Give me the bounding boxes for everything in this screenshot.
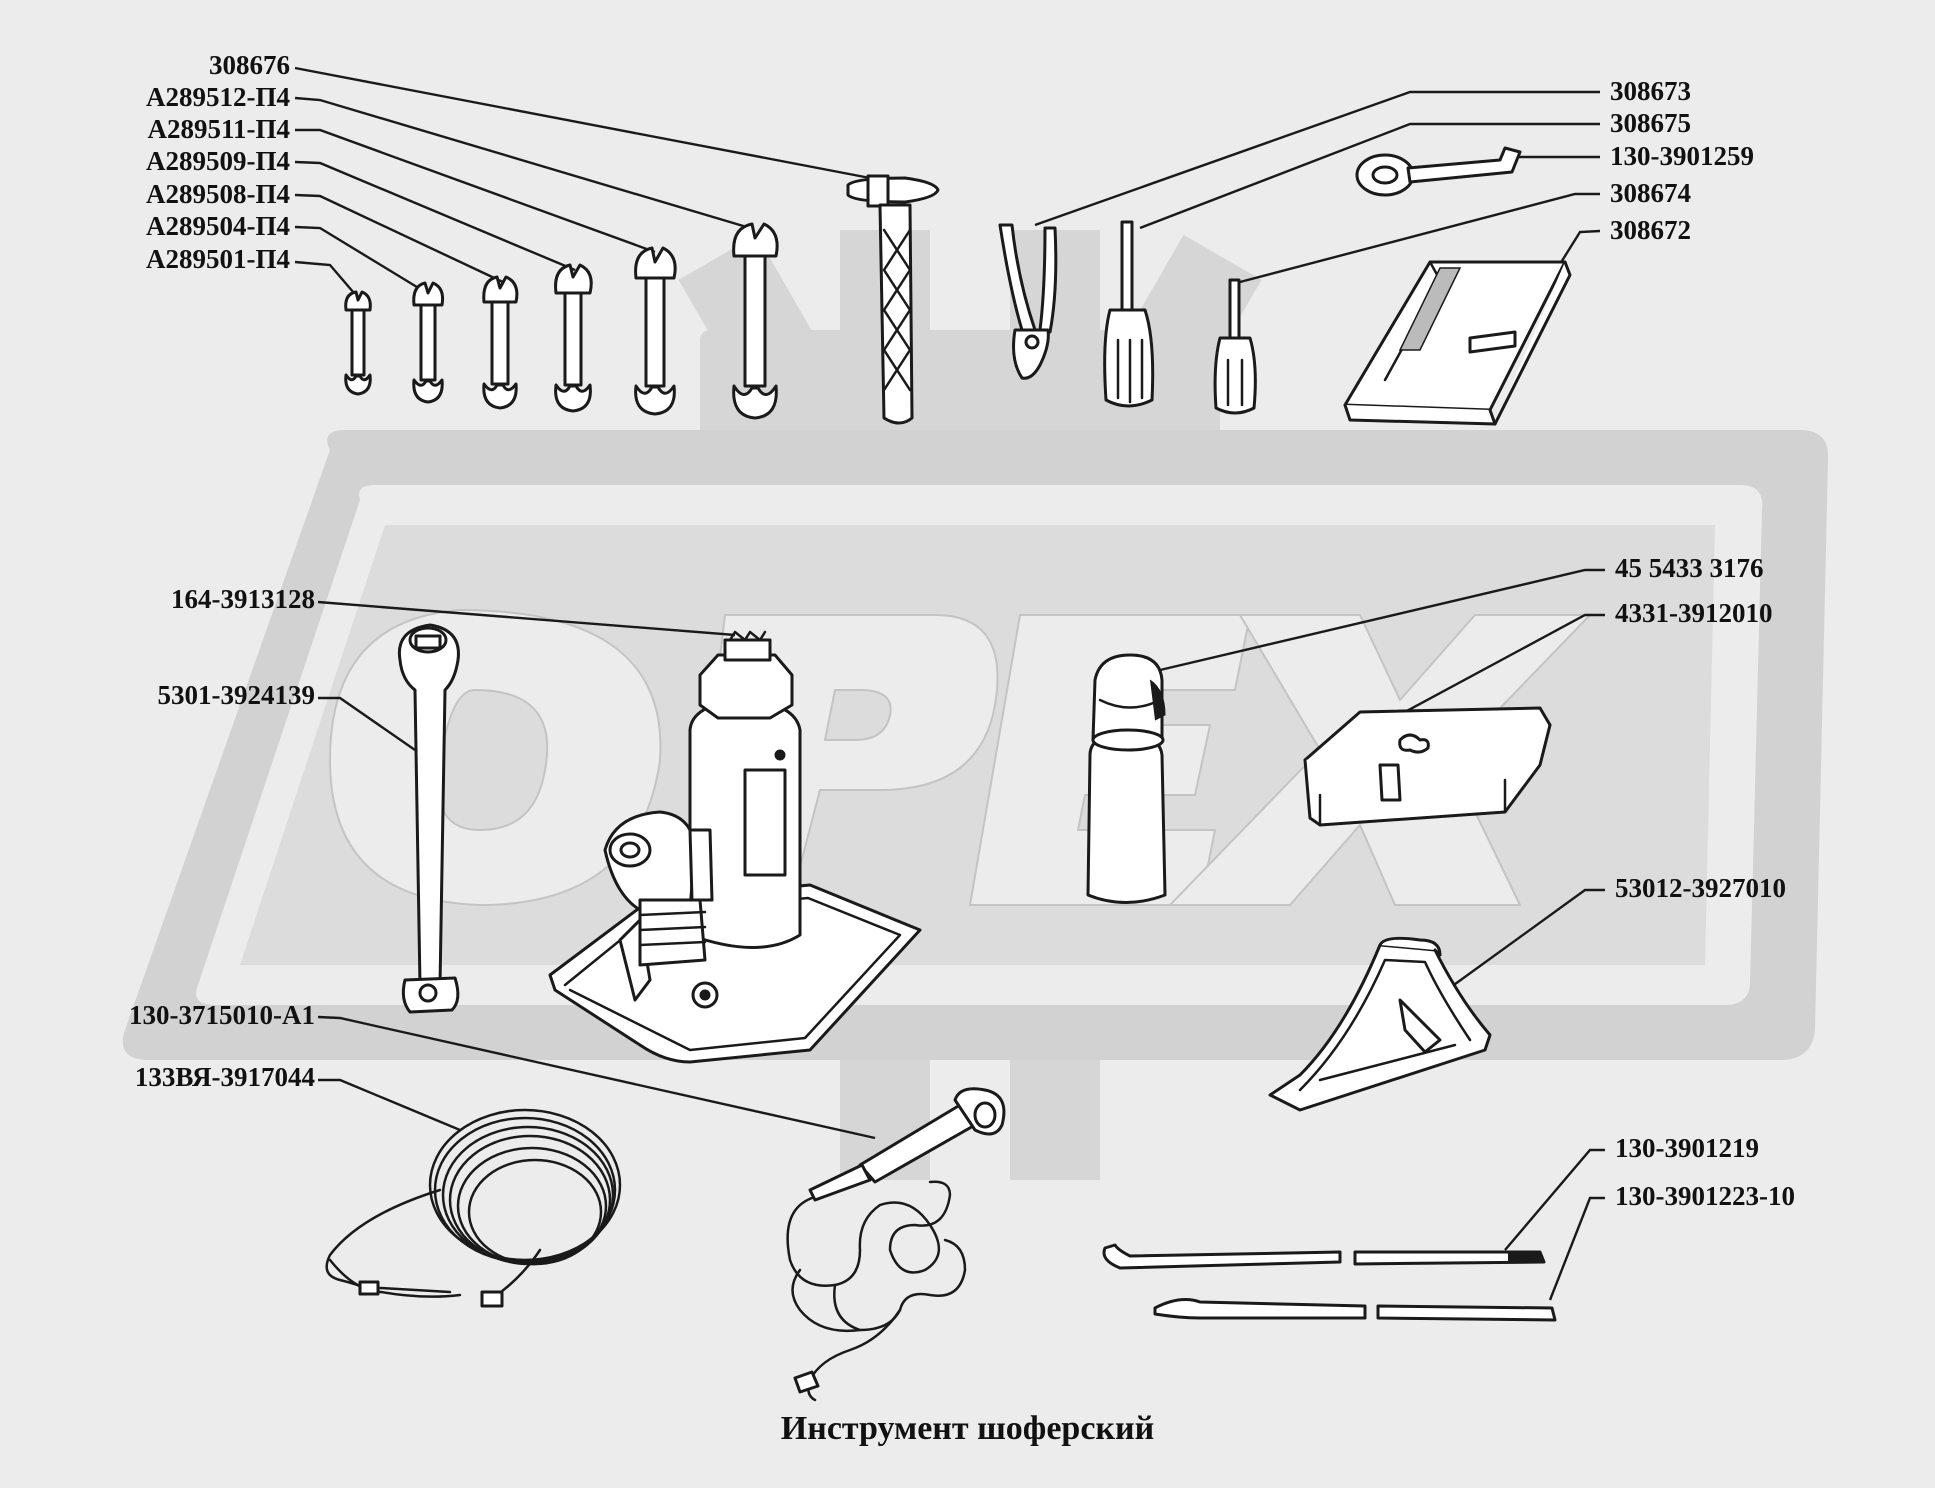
tire-lever-130-3901223-10 [1153,1298,1557,1322]
label-a289509-p4: А289509-П4 [146,146,290,176]
label-5301-3924139: 5301-3924139 [157,680,316,710]
wheel-wrench-5301-3924139 [397,623,460,1014]
diagram-caption: Инструмент шоферский [780,1410,1155,1447]
tire-lever-130-3901219 [1102,1243,1546,1270]
inspection-lamp-130-3715010-a1 [786,1087,1006,1402]
grease-gun-45-5433-3176 [1086,653,1167,904]
box-4331-3912010 [1303,706,1552,827]
label-a289512-p4: А289512-П4 [146,82,290,112]
label-130-3901223-10: 130-3901223-10 [1615,1181,1795,1211]
label-308676: 308676 [209,50,290,80]
label-164-3913128: 164-3913128 [171,584,315,614]
wrench-a289511 [634,246,677,416]
open-end-wrenches [344,222,779,420]
wrench-a289509 [554,263,593,413]
label-308672: 308672 [1610,215,1691,245]
pliers-308673 [998,223,1058,380]
screwdriver-308674 [1213,278,1257,415]
label-a289504-p4: А289504-П4 [146,211,290,241]
air-hose-133vya-3917044 [325,1108,622,1308]
label-308675: 308675 [1610,108,1691,138]
label-a289501-p4: А289501-П4 [146,244,290,274]
label-133vya-3917044: 133ВЯ-3917044 [134,1062,315,1092]
label-4331-3912010: 4331-3912010 [1615,598,1773,628]
label-130-3901219: 130-3901219 [1615,1133,1759,1163]
watermark-logo [122,230,1829,1180]
label-308673: 308673 [1610,76,1691,106]
label-308674: 308674 [1610,178,1691,208]
wrench-a289504 [412,281,445,404]
screwdriver-308675 [1103,220,1155,408]
label-45-5433-3176: 45 5433 3176 [1615,553,1764,583]
label-53012-3927010: 53012-3927010 [1615,873,1786,903]
wrench-130-3901259 [1355,146,1522,197]
wrench-a289508 [482,275,519,410]
leader-lines [294,66,1605,1301]
hammer-308676 [846,174,940,425]
label-130-3901259: 130-3901259 [1610,141,1754,171]
tool-bag-308672 [1343,260,1572,426]
wrench-a289512 [732,222,779,420]
wrench-a289501 [344,290,372,396]
hydraulic-jack-164-3913128 [548,630,922,1064]
wheel-chock-53012-3927010 [1268,936,1492,1112]
label-a289508-p4: А289508-П4 [146,179,290,209]
label-130-3715010-a1: 130-3715010-А1 [129,1000,315,1030]
label-a289511-p4: А289511-П4 [147,114,290,144]
